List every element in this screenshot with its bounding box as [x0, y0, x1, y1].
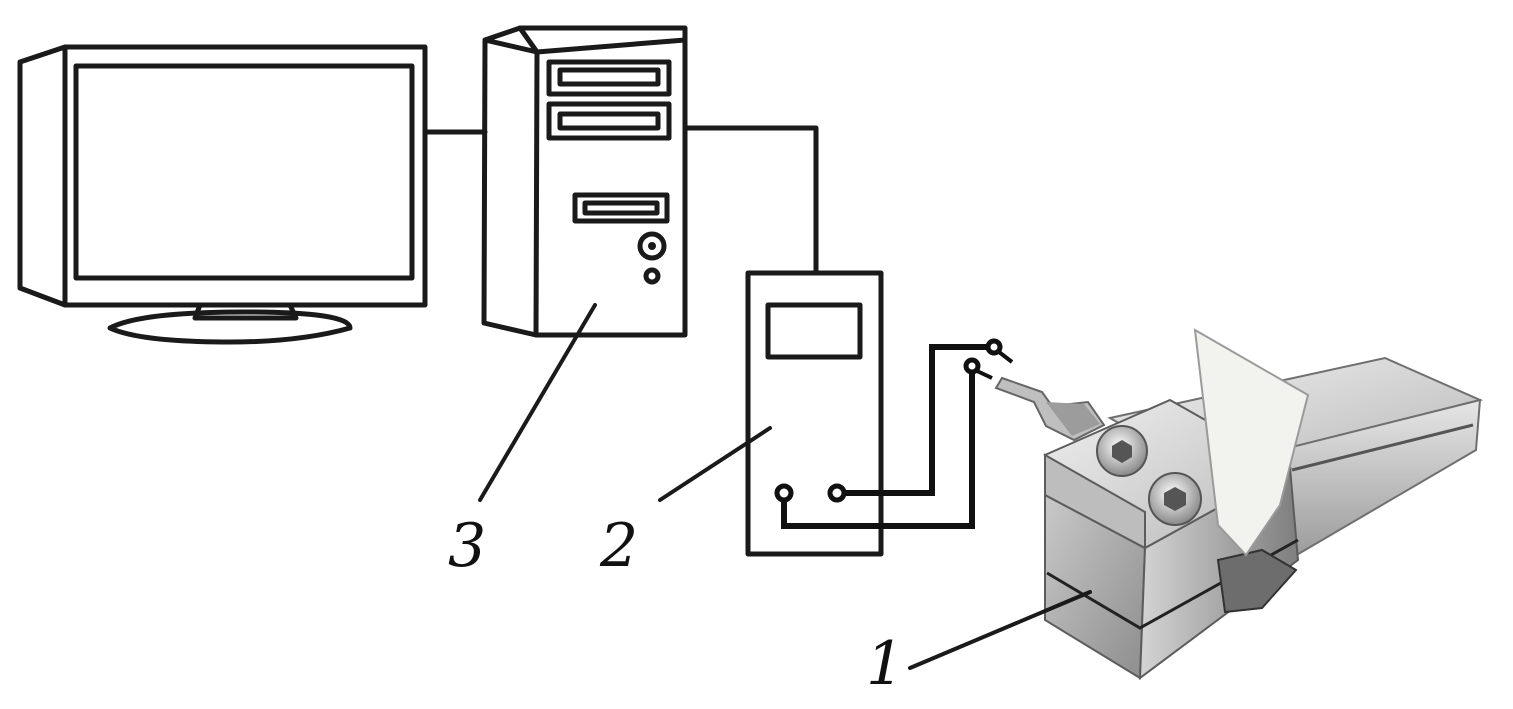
power-button-icon [637, 231, 667, 261]
lead-terminal-1 [963, 357, 981, 375]
signal-wires [774, 338, 1014, 529]
reset-button-icon [643, 267, 661, 285]
lead-terminal-2 [985, 338, 1003, 356]
meter-terminal-1 [827, 483, 847, 503]
drive-bay-2 [546, 101, 672, 141]
sensor-tool-holder [994, 328, 1484, 681]
sensor-callout-label: 1 [866, 629, 904, 699]
monitor [17, 44, 488, 345]
drive-bay-3 [572, 192, 670, 224]
meter-callout-label: 2 [599, 511, 638, 581]
computer-callout-label: 3 [448, 511, 486, 581]
monitor-screen [73, 63, 415, 281]
drive-bay-1 [546, 59, 672, 97]
callout-line-1 [908, 590, 1092, 670]
monitor-stand [107, 309, 353, 345]
computer-tower [481, 25, 819, 338]
meter-display [765, 302, 863, 360]
callout-line-3 [478, 303, 597, 502]
measuring-device [745, 270, 884, 557]
meter-terminal-2 [774, 483, 794, 503]
callout-line-2 [658, 426, 772, 502]
paper-sample [1193, 328, 1310, 557]
